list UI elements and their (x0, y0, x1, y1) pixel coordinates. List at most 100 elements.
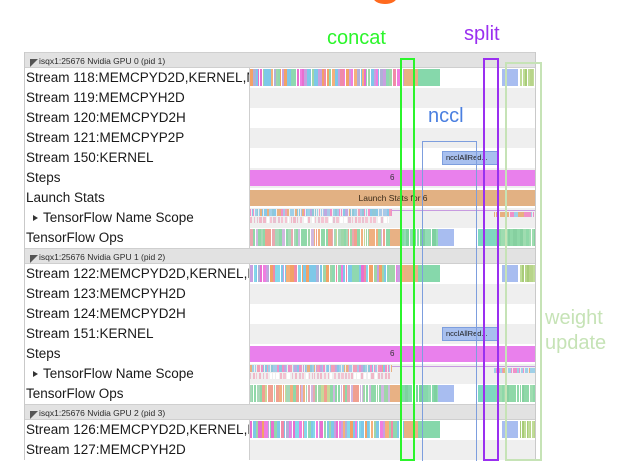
trace-event-bar[interactable] (520, 212, 522, 217)
trace-event-bar[interactable] (302, 69, 305, 86)
timeline-row-label[interactable]: Stream 120:MEMCPYD2H (25, 108, 249, 128)
trace-event-bar[interactable] (523, 368, 525, 373)
trace-event-bar[interactable] (297, 217, 299, 223)
trace-event-bar[interactable] (304, 365, 306, 372)
trace-event-bar[interactable] (293, 385, 296, 402)
timeline-row-track[interactable] (249, 284, 535, 304)
trace-event-bar[interactable] (530, 421, 532, 438)
trace-event-bar[interactable] (329, 365, 332, 372)
trace-event-bar[interactable] (253, 69, 257, 86)
trace-event-bar[interactable] (344, 217, 347, 223)
trace-event-bar[interactable] (499, 212, 502, 217)
trace-event-bar[interactable] (271, 385, 274, 402)
trace-event-bar[interactable] (510, 229, 514, 246)
trace-event-bar[interactable] (286, 209, 290, 216)
trace-event-bar[interactable] (274, 209, 277, 216)
trace-event-bar[interactable] (363, 209, 366, 216)
trace-event-bar[interactable] (282, 373, 286, 379)
trace-event-bar[interactable] (511, 368, 513, 373)
trace-event-bar[interactable] (353, 385, 357, 402)
trace-event-bar[interactable] (506, 212, 510, 217)
trace-event-bar[interactable] (340, 69, 344, 86)
trace-event-bar[interactable] (284, 265, 287, 282)
trace-event-bar[interactable] (367, 69, 371, 86)
trace-event-bar[interactable] (337, 365, 339, 372)
trace-event-bar[interactable] (264, 229, 269, 246)
trace-event-bar[interactable] (517, 368, 519, 373)
trace-event-bar[interactable] (333, 365, 335, 372)
trace-event-bar[interactable] (372, 365, 374, 372)
trace-event-bar[interactable] (297, 265, 302, 282)
trace-event-bar[interactable] (289, 385, 294, 402)
trace-event-bar[interactable] (256, 373, 258, 379)
trace-event-bar[interactable] (276, 373, 279, 379)
trace-event-bar[interactable] (267, 365, 269, 372)
trace-event-bar[interactable] (435, 229, 438, 246)
trace-event-bar[interactable] (289, 69, 291, 86)
trace-event-bar[interactable] (348, 209, 350, 216)
trace-event-bar[interactable] (296, 385, 300, 402)
trace-event-bar[interactable] (328, 421, 331, 438)
timeline-row[interactable]: Stream 118:MEMCPYD2D,KERNEL,MI (25, 68, 535, 88)
trace-event-bar[interactable] (515, 229, 517, 246)
trace-event-bar[interactable] (329, 69, 332, 86)
trace-event-bar[interactable] (291, 373, 294, 379)
trace-event-bar[interactable] (252, 365, 255, 372)
trace-event-bar[interactable] (365, 217, 369, 223)
trace-event-bar[interactable] (478, 385, 496, 402)
trace-event-bar[interactable] (287, 69, 289, 86)
trace-event-bar[interactable] (267, 385, 271, 402)
trace-event-bar[interactable] (402, 69, 404, 86)
trace-event-bar[interactable] (384, 217, 387, 223)
trace-event-bar[interactable] (348, 365, 350, 372)
timeline-row-label[interactable]: Stream 122:MEMCPYD2D,KERNEL,MI (25, 264, 249, 284)
trace-event-bar[interactable] (364, 69, 366, 86)
trace-event-bar[interactable] (380, 209, 383, 216)
trace-event-bar[interactable] (257, 265, 260, 282)
timeline-row[interactable]: TensorFlow Name Scope (25, 208, 535, 228)
trace-event-bar[interactable] (361, 385, 363, 402)
trace-event-bar[interactable] (335, 229, 338, 246)
trace-event-bar[interactable] (282, 229, 286, 246)
trace-event-bar[interactable] (351, 69, 354, 86)
trace-event-bar[interactable] (292, 209, 295, 216)
trace-event-bar[interactable] (258, 373, 262, 379)
trace-event-bar[interactable] (386, 209, 390, 216)
timeline-row[interactable]: TensorFlow Ops (25, 228, 535, 248)
trace-event-bar[interactable] (323, 229, 326, 246)
trace-event-bar[interactable] (273, 217, 277, 223)
trace-event-bar[interactable] (269, 209, 272, 216)
trace-event-bar[interactable] (276, 209, 279, 216)
trace-event-bar[interactable] (268, 265, 270, 282)
trace-event-bar[interactable] (402, 421, 404, 438)
trace-event-bar[interactable] (283, 209, 285, 216)
trace-event-bar[interactable] (256, 365, 259, 372)
trace-event-bar[interactable] (343, 421, 345, 438)
trace-event-bar[interactable] (519, 385, 522, 402)
collapse-caret-icon[interactable] (30, 58, 38, 67)
trace-event-bar[interactable] (285, 229, 288, 246)
trace-event-bar[interactable] (266, 265, 268, 282)
timeline-row-track[interactable] (249, 128, 535, 148)
trace-event-bar[interactable] (283, 421, 286, 438)
trace-event-bar[interactable] (322, 365, 324, 372)
trace-event-bar[interactable] (270, 365, 273, 372)
trace-event-bar[interactable] (368, 385, 371, 402)
trace-event-bar[interactable] (309, 209, 312, 216)
process-group-header[interactable]: isqx1:25676 Nvidia GPU 0 (pid 1) (25, 52, 535, 68)
trace-event-bar[interactable] (273, 385, 276, 402)
trace-event-bar[interactable] (365, 229, 368, 246)
trace-event-bar[interactable] (345, 69, 349, 86)
trace-event-bar[interactable] (365, 69, 368, 86)
trace-event-bar[interactable] (256, 69, 258, 86)
trace-event-bar[interactable] (522, 69, 525, 86)
trace-event-bar[interactable] (415, 385, 419, 402)
trace-event-bar[interactable] (407, 385, 410, 402)
trace-event-bar[interactable] (533, 265, 535, 282)
trace-event-bar[interactable] (286, 265, 288, 282)
timeline-row[interactable]: TensorFlow Ops (25, 384, 535, 404)
trace-event-bar[interactable] (353, 373, 356, 379)
trace-event-bar[interactable] (360, 229, 364, 246)
trace-event-bar[interactable] (520, 421, 522, 438)
